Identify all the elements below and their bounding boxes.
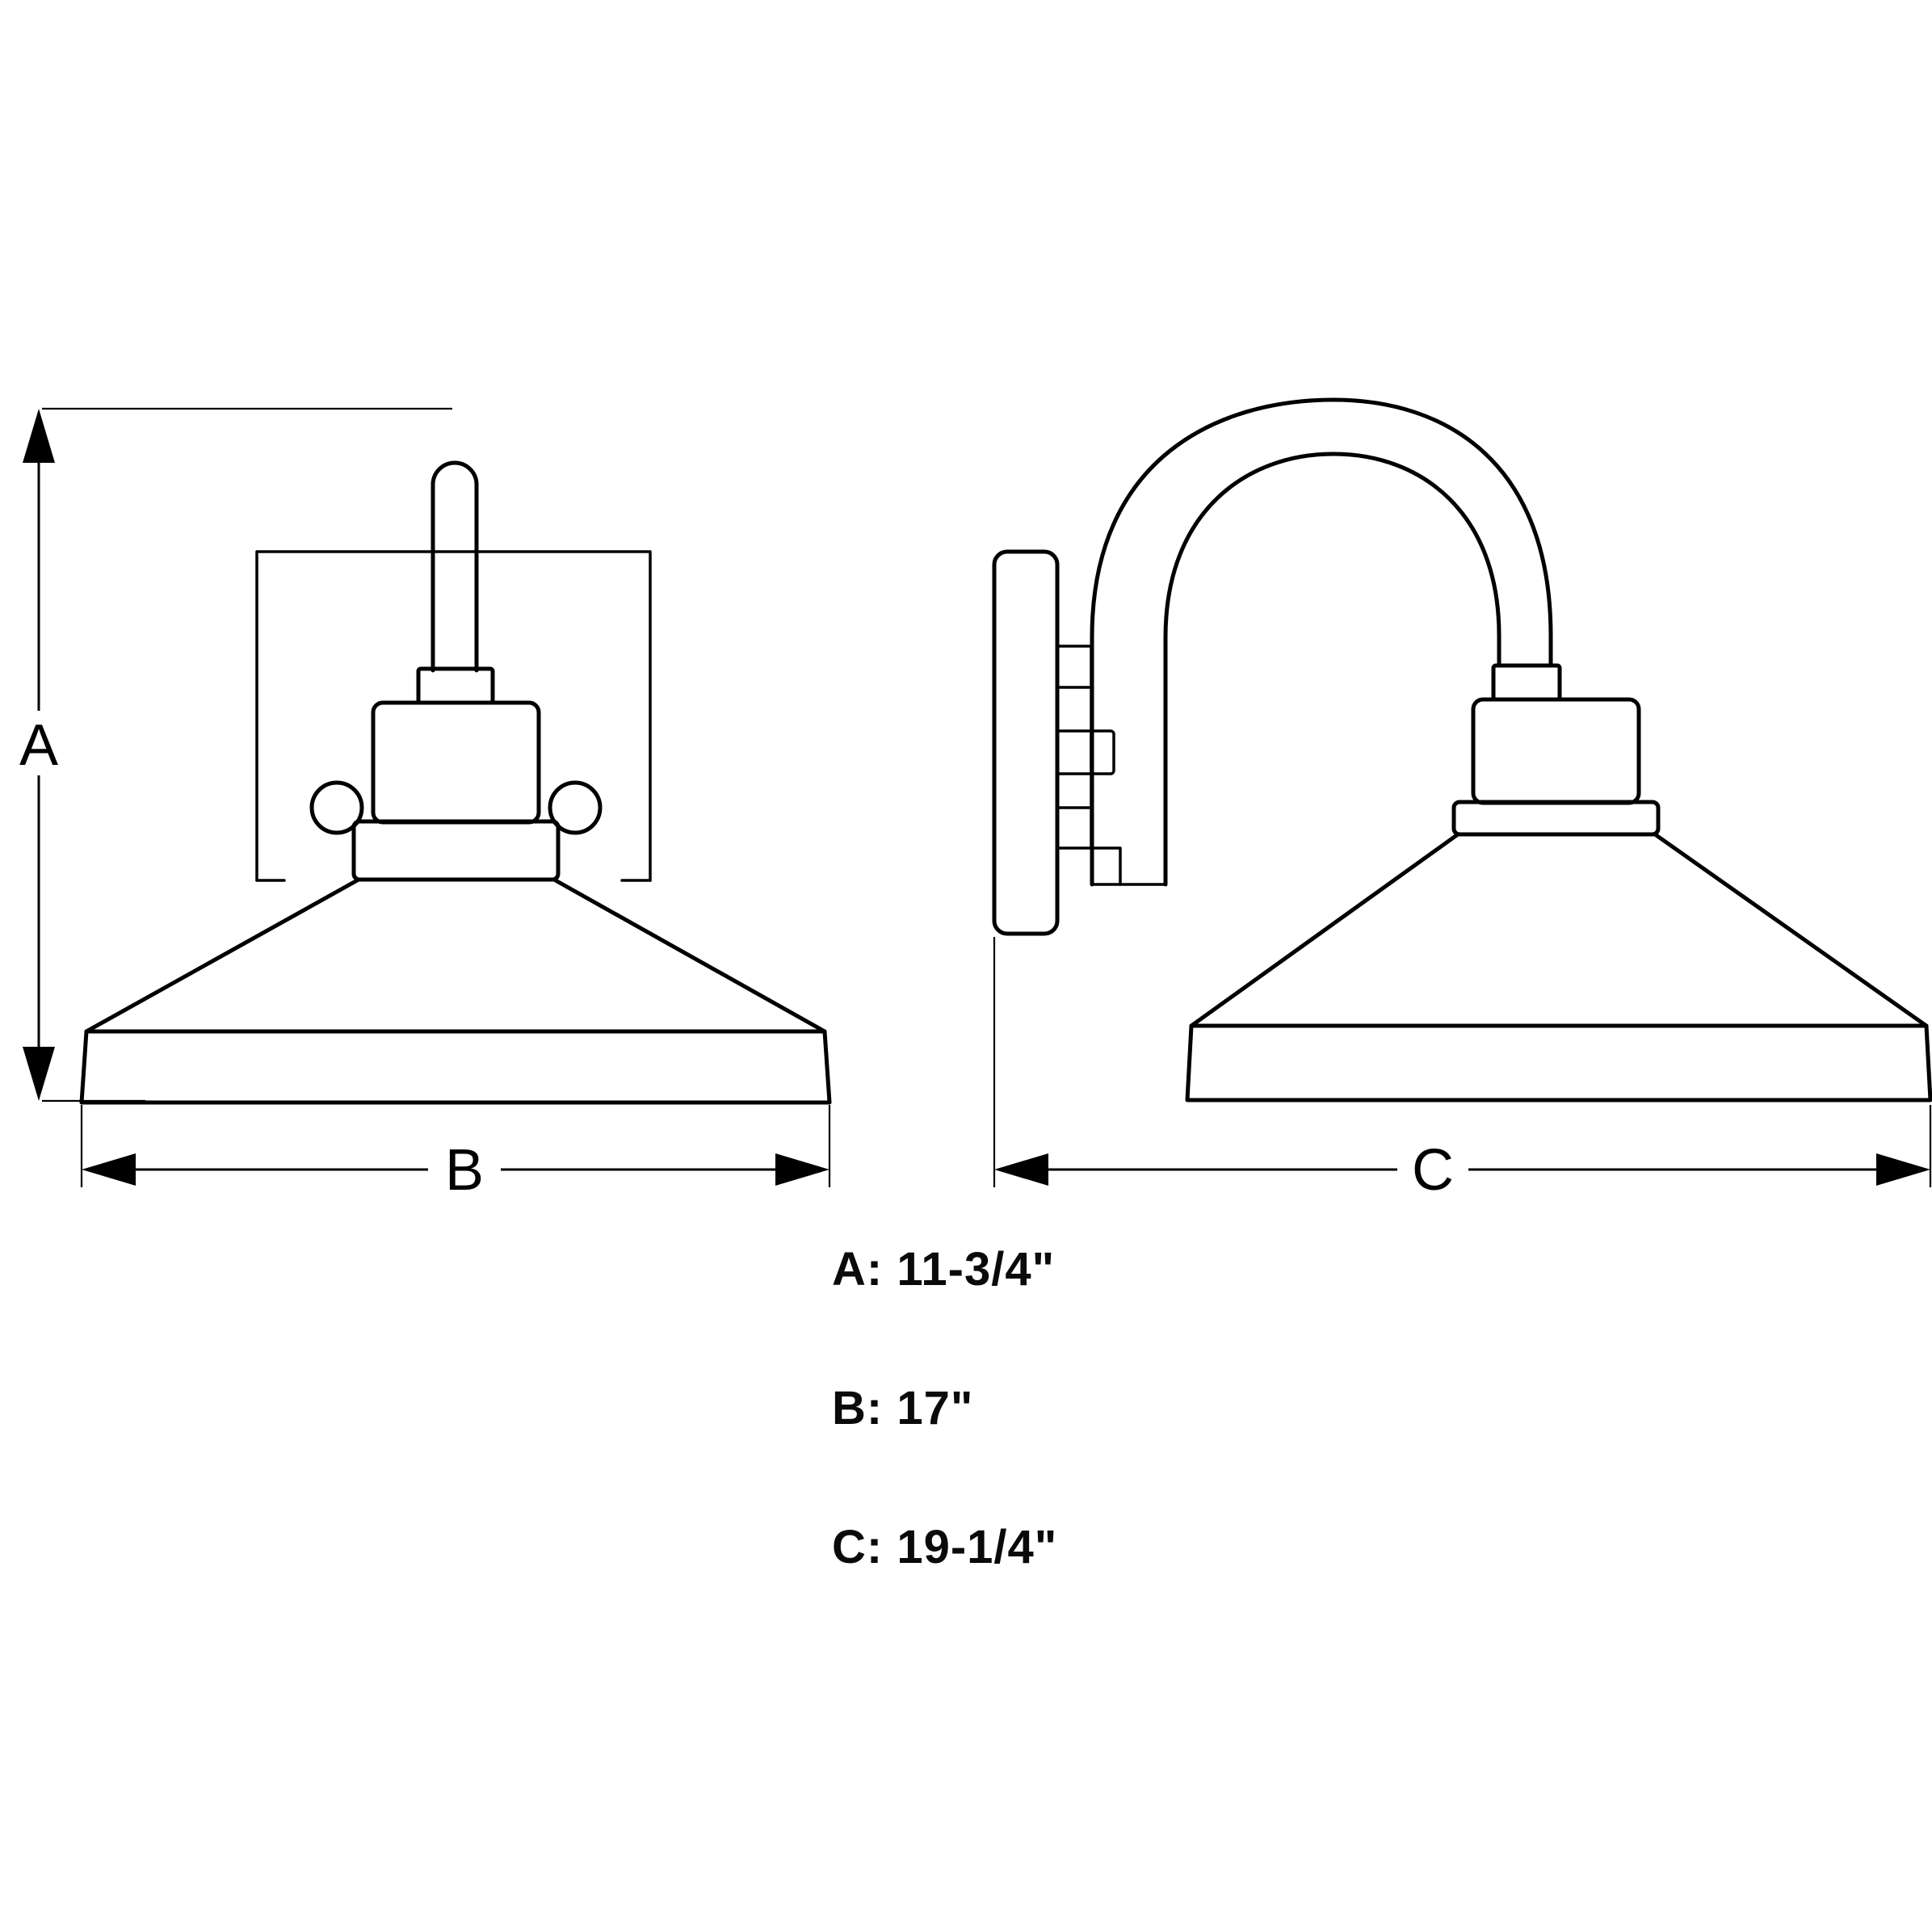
front-stem-collar: [416, 666, 495, 705]
side-gooseneck-outer: [1090, 397, 1553, 887]
front-stem: [430, 481, 479, 673]
front-thumbscrew-right-icon: [548, 780, 603, 835]
front-socket-housing: [371, 700, 541, 825]
front-shade-band: [79, 1029, 832, 1105]
dim-a-label: A: [19, 713, 58, 778]
dim-a-arrow-top: [23, 409, 55, 463]
dim-a-arrow-bottom: [23, 1047, 55, 1101]
dim-c-arrow-left: [994, 1153, 1048, 1186]
side-shade-cone: [1189, 832, 1929, 1028]
side-shade-band: [1185, 1023, 1932, 1102]
spec-list: A: 11-3/4" B: 17" C: 19-1/4": [832, 1243, 1057, 1573]
spec-item-b: B: 17": [832, 1382, 973, 1434]
spec-item-a: A: 11-3/4": [832, 1243, 1055, 1296]
dimension-b: B: [80, 1105, 831, 1203]
front-stem-cap: [430, 460, 479, 487]
dim-b-label: B: [445, 1138, 484, 1203]
front-elevation-view: [79, 460, 832, 1105]
dim-c-label: C: [1412, 1138, 1454, 1203]
front-fitter-band: [351, 819, 561, 882]
dim-b-arrow-left: [82, 1153, 136, 1186]
side-bracket-tab: [1090, 729, 1115, 775]
spec-item-c: C: 19-1/4": [832, 1521, 1057, 1573]
dimension-c: C: [993, 937, 1932, 1203]
front-backplate: [255, 550, 652, 882]
dim-c-arrow-right: [1876, 1153, 1930, 1186]
front-shade-cone: [84, 877, 827, 1034]
side-wall-plate: [992, 549, 1060, 936]
dim-b-arrow-right: [775, 1153, 830, 1186]
front-thumbscrew-left-icon: [309, 780, 364, 835]
dimension-a: A: [19, 407, 452, 1102]
side-stem-collar: [1491, 663, 1562, 702]
side-bracket-flange: [1090, 846, 1122, 886]
side-fitter-band: [1451, 800, 1661, 837]
side-bracket-strip: [1056, 645, 1093, 850]
side-socket-housing: [1471, 697, 1641, 805]
side-elevation-view: [992, 397, 1932, 1102]
side-gooseneck-inner: [1163, 452, 1502, 887]
